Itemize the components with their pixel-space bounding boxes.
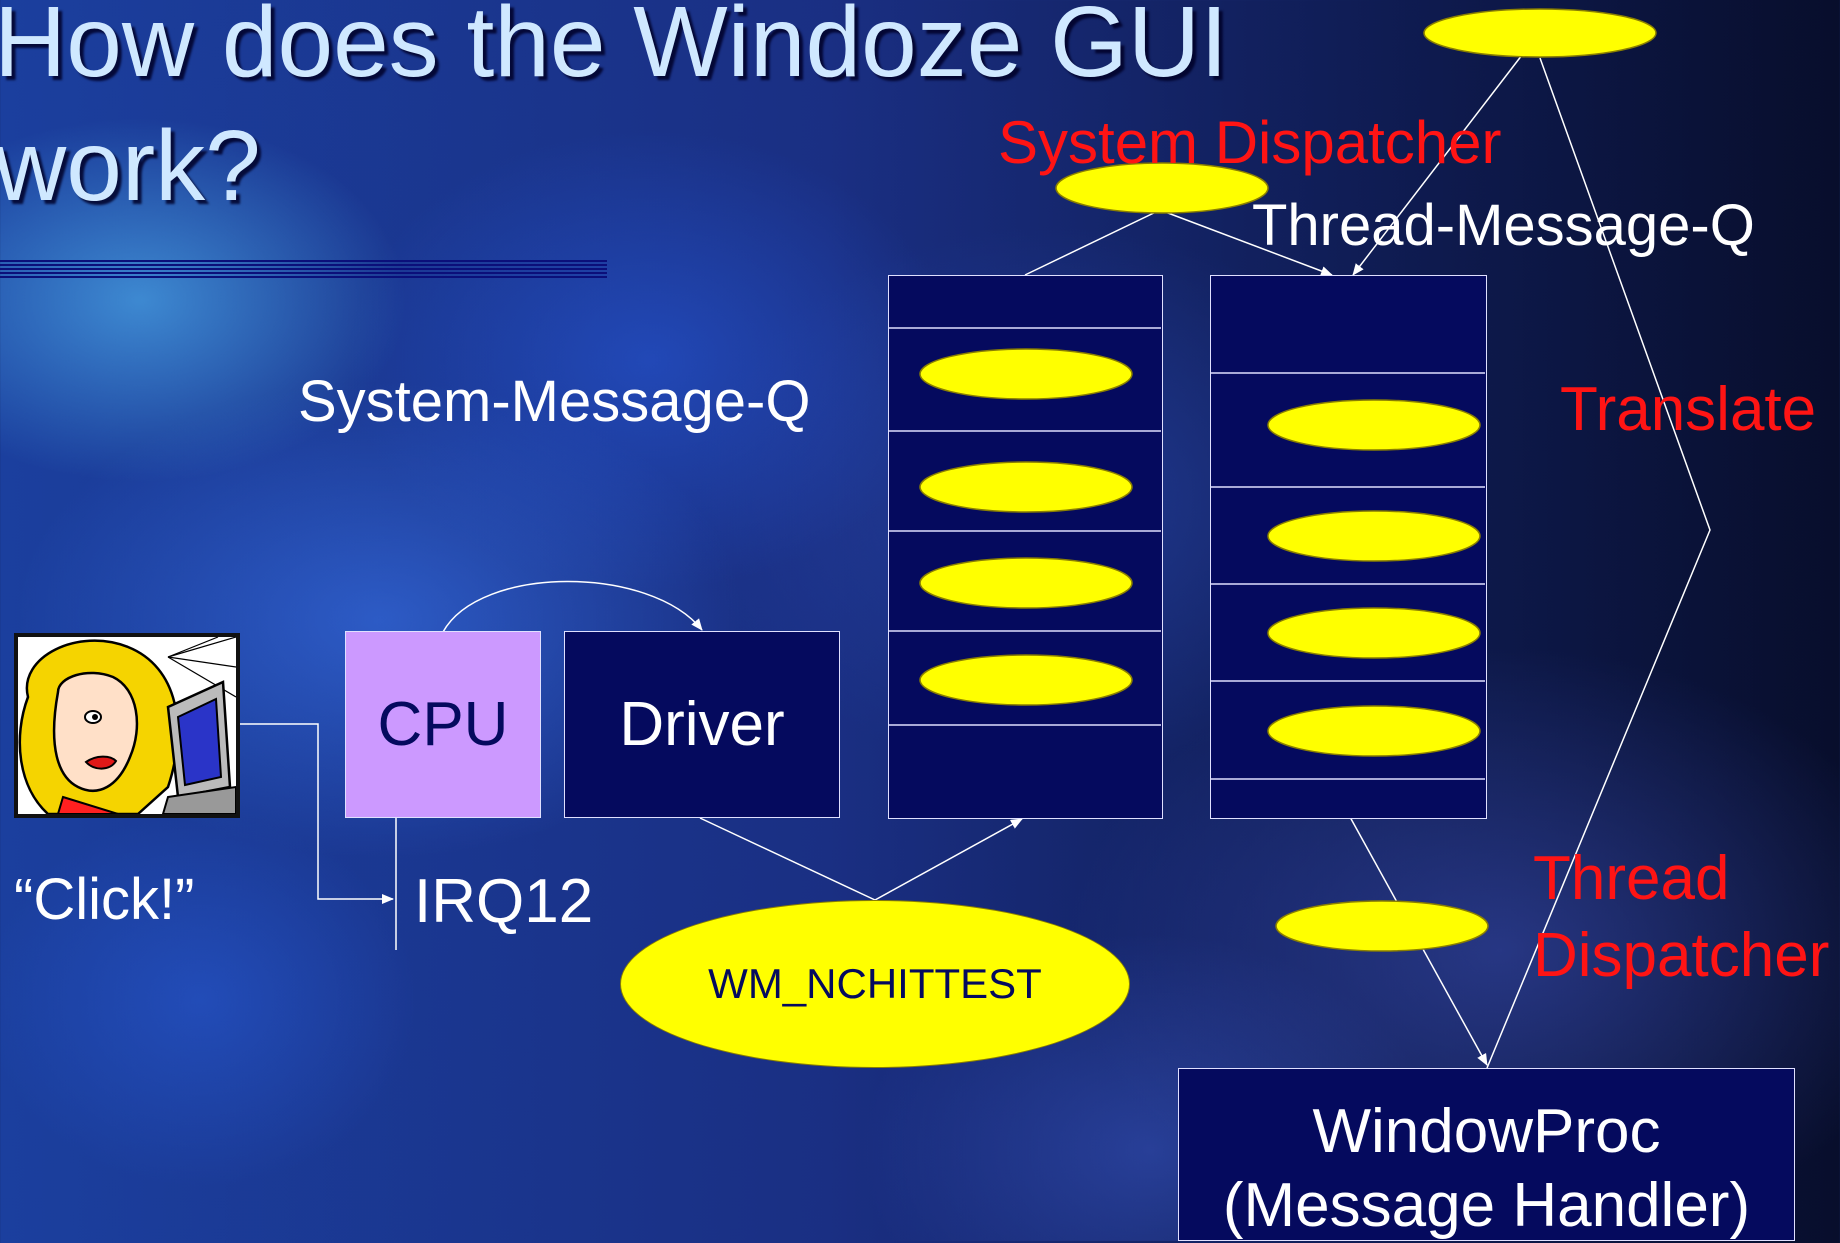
- thread-queue-message-4: [1267, 705, 1481, 757]
- user-icon-frame: [14, 633, 240, 818]
- system-queue-message-4: [919, 654, 1133, 706]
- title-underline: [0, 260, 607, 280]
- system-dispatcher-label: System Dispatcher: [998, 109, 1502, 176]
- system-message-queue: [888, 275, 1163, 819]
- cpu-label: CPU: [377, 690, 509, 759]
- thread-queue-message-3: [1267, 607, 1481, 659]
- irq12-label: IRQ12: [414, 867, 594, 936]
- thread-message-queue: [1210, 275, 1487, 819]
- user-to-irq-arrow: [240, 723, 394, 904]
- thread-dispatcher-label-line1: Thread: [1533, 844, 1730, 913]
- translate-message: [1423, 8, 1657, 58]
- thread-queue-message-2: [1267, 510, 1481, 562]
- driver-label: Driver: [619, 690, 785, 759]
- windowproc-label: WindowProc: [1312, 1097, 1661, 1166]
- slide-title: How does the Windoze GUI work?: [0, 0, 1228, 222]
- cpu-box: CPU: [345, 631, 541, 818]
- thread-message-q-label: Thread-Message-Q: [1252, 193, 1755, 258]
- thread-queue-slots: [1211, 372, 1485, 780]
- dispatcher-message: [1055, 162, 1269, 214]
- thread-queue-message-1: [1267, 399, 1481, 451]
- translate-loop-line: [1486, 57, 1711, 1069]
- dispatcher-to-thread-queue-arrow: [1159, 209, 1333, 276]
- system-queue-message-2: [919, 461, 1133, 513]
- woman-at-computer-icon: [18, 637, 236, 814]
- wm-nchittest-message: WM_NCHITTEST: [620, 900, 1130, 1068]
- system-queue-slots: [889, 327, 1161, 726]
- wm-nchittest-label: WM_NCHITTEST: [708, 960, 1042, 1007]
- windowproc-box: WindowProc (Message Handler): [1178, 1068, 1795, 1241]
- system-queue-to-dispatcher-line: [1024, 209, 1161, 276]
- translate-to-thread-queue-arrow: [1352, 54, 1523, 276]
- message-to-system-queue-arrow: [874, 818, 1023, 901]
- system-message-q-label: System-Message-Q: [298, 369, 811, 434]
- translate-label: Translate: [1560, 375, 1817, 444]
- driver-to-message-line: [699, 817, 876, 901]
- system-queue-message-3: [919, 557, 1133, 609]
- click-label: “Click!”: [14, 867, 195, 932]
- thread-dispatcher-label-line2: Dispatcher: [1533, 921, 1830, 990]
- message-handler-label: (Message Handler): [1222, 1171, 1751, 1240]
- driver-box: Driver: [564, 631, 840, 818]
- system-queue-message-1: [919, 348, 1133, 400]
- cpu-to-driver-arrow: [442, 580, 703, 633]
